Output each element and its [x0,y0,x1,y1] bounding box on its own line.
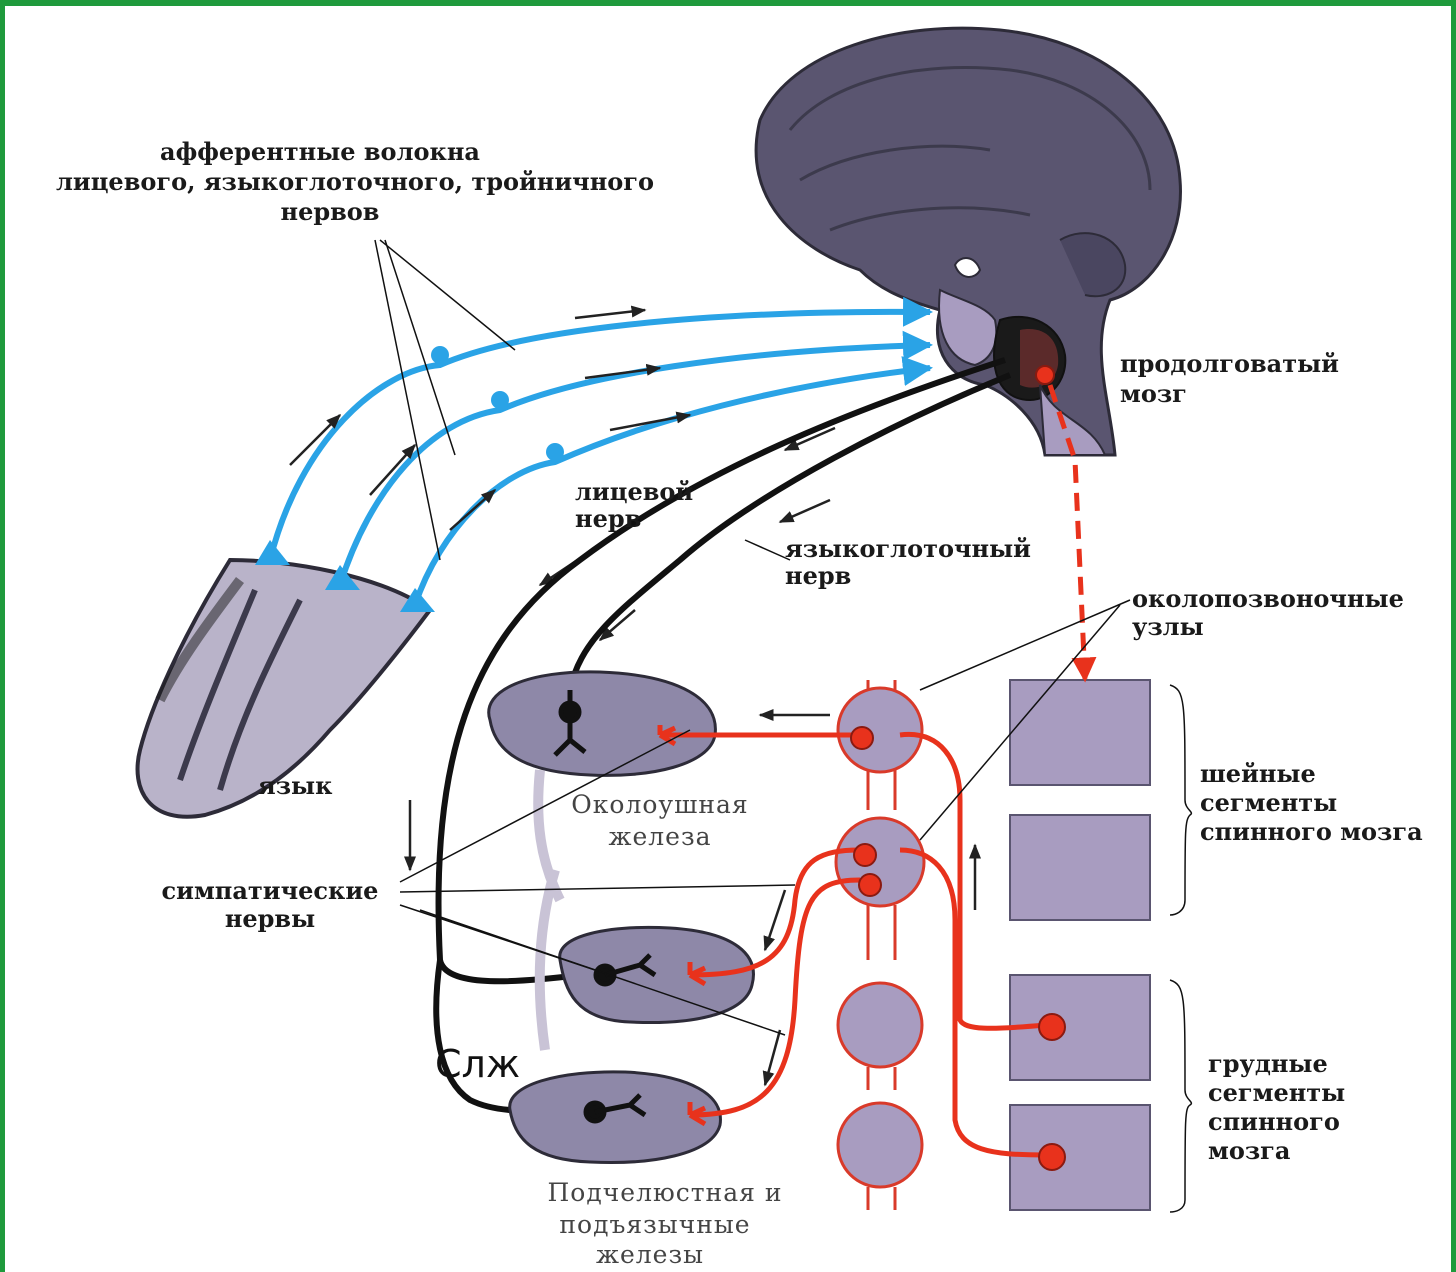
glossopharyngeal-label-line1: языкоглоточный [785,535,1031,563]
slzh-label: Слж [435,1042,520,1086]
cervical-label-line2: сегменты [1200,789,1337,817]
cervical-label-line1: шейные [1200,760,1316,788]
paravertebral-chain [836,680,924,1210]
submandibular-label-line2: подъязычные [500,1210,810,1240]
sympathetic-label-line1: симпатические [140,877,400,905]
submandibular-label-line1: Подчелюстная и [500,1178,830,1208]
spinal-segments [1010,680,1150,1210]
glands [489,672,754,1163]
medulla-label-line2: мозг [1120,380,1187,408]
parotid-label-line2: железа [560,822,760,852]
submandibular-label-line3: железы [500,1240,800,1270]
afferent-label-line2: лицевого, языкоглоточного, тройничного [10,168,700,196]
thoracic-label-line4: мозга [1208,1137,1290,1165]
thoracic-label-line3: спинного [1208,1108,1340,1136]
thoracic-label-line1: грудные [1208,1050,1328,1078]
medulla-label-line1: продолговатый [1120,350,1339,378]
paravertebral-label-line2: узлы [1132,613,1204,641]
facial-nerve-label-line1: лицевой [575,478,693,506]
parotid-label-line1: Околоушная [560,790,760,820]
facial-nerve-label-line2: нерв [575,505,641,533]
afferent-label-line3: нервов [230,198,430,226]
paravertebral-label-line1: околопозвоночные [1132,585,1404,613]
cervical-label-line3: спинного мозга [1200,818,1423,846]
sympathetic-label-line2: нервы [140,905,400,933]
thoracic-label-line2: сегменты [1208,1079,1345,1107]
glossopharyngeal-label-line2: нерв [785,562,851,590]
tongue-label: язык [258,772,332,800]
afferent-label-line1: афферентные волокна [130,138,510,166]
